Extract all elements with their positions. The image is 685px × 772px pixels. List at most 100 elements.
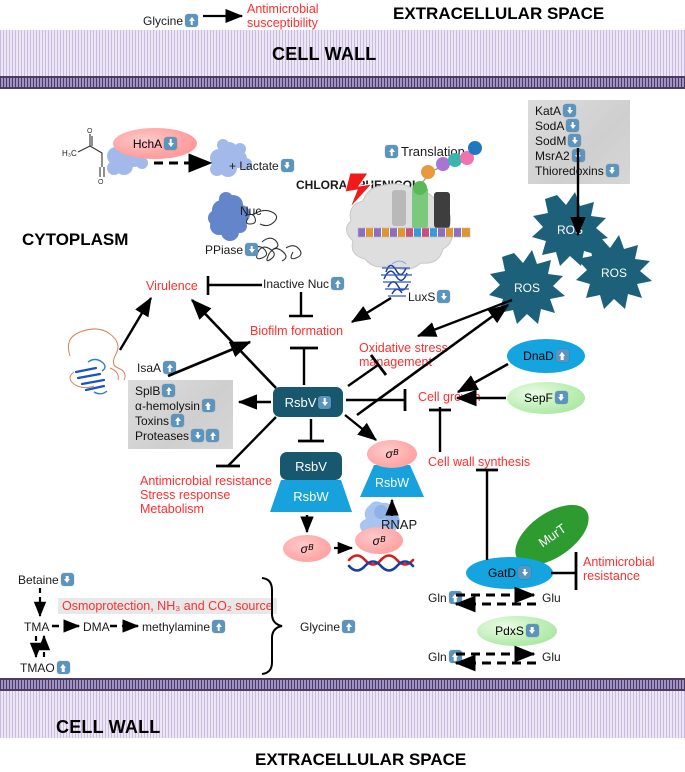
lactate-trend-down-icon [280,159,294,172]
svg-text:ROS: ROS [557,223,583,237]
inactive-nuc-trend-up-icon [331,277,345,290]
oxidative-defence-box: KatA SodA SodM MsrA2 Thioredoxins [528,100,630,184]
rsbv-hub-label: RsbV [284,394,317,410]
proteases-trend-up-icon [206,429,220,442]
virulence-item-2: Toxins [135,414,226,429]
glu-1-label: Glu [542,591,561,605]
glycine-top-label: Glycine [143,14,199,28]
oxidative-item-2: SodM [535,134,623,149]
hcha-enzyme-ellipse: HchA [113,128,197,159]
glycine-top-trend-up-icon [185,14,199,27]
isaa-trend-up-icon [163,361,177,374]
hcha-trend-down-icon [164,136,178,150]
pdxs-ellipse: PdxS [477,616,557,646]
isaa-label: IsaA [137,361,177,375]
hcha-label: HchA [132,136,163,151]
svg-text:ROS: ROS [601,266,627,280]
membrane-bilayer-bottom [0,678,685,691]
tmao-trend-up-icon [56,661,70,674]
pdxs-label: PdxS [495,624,524,638]
gln-1-trend-up-icon [448,591,462,604]
inactive-nuc-label: Inactive Nuc [263,277,345,291]
cell-wall-top-label: CELL WALL [272,44,377,64]
lactate-label: + Lactate [229,159,294,173]
rsbv-hub-trend-down-icon [318,395,332,409]
gln-1-label: Gln [428,591,462,605]
betaine-trend-down-icon [60,573,74,586]
tma-label: TMA [24,620,50,634]
amr-line1: Antimicrobial resistance [140,474,272,488]
dnad-label: DnaD [523,349,554,363]
methylamine-label: methylamine [142,620,226,634]
translation-trend-up-icon [385,145,398,158]
virulence-item-1: α-hemolysin [135,399,226,414]
pdxs-trend-down-icon [525,624,539,637]
glu-2-label: Glu [542,650,561,664]
cytoplasm-label: CYTOPLASM [22,230,129,249]
sigma-b-on-rsbw-ellipse: σᴮ [367,440,417,468]
extracellular-space-top-label: EXTRACELLULAR SPACE [393,4,605,23]
svg-text:O: O [87,128,93,135]
gln-2-trend-up-icon [448,650,462,663]
virulence-factor-box: SplB α-hemolysin Toxins Proteases [128,380,233,449]
svg-text:MurT: MurT [536,521,569,551]
sepf-label: SepF [524,391,553,405]
amr-line2: Stress response [140,488,231,502]
kata-trend-down-icon [563,104,577,117]
rsbv-complex-label: RsbV [295,458,327,474]
dma-label: DMA [83,620,110,634]
methylamine-trend-up-icon [212,620,226,633]
membrane-bilayer-top [0,76,685,89]
virulence-label: Virulence [146,279,198,293]
oxidative-stress-management-line2: management [359,355,432,369]
sigma-b-rnap-ellipse: σᴮ [355,527,403,554]
svg-text:O: O [98,179,104,186]
sigma-b-on-rsbw-label: σᴮ [385,447,399,461]
gln-2-label: Gln [428,650,462,664]
tmao-label: TMAO [20,661,70,675]
biofilm-formation-label: Biofilm formation [250,324,344,338]
rsbv-hub-node: RsbV [273,387,343,417]
oxidative-stress-management-line1: Oxidative stress [359,341,448,355]
sodm-trend-down-icon [568,134,582,147]
betaine-label: Betaine [18,573,74,587]
chloramphenicol-label: CHLORAMPHENICOL [296,178,420,192]
svg-text:RsbW: RsbW [293,489,329,504]
glycine-bottom-label: Glycine [300,620,356,634]
sepf-ellipse: SepF [507,382,585,414]
glycine-bottom-trend-up-icon [342,620,356,633]
glycine-top-text: Glycine [143,14,184,28]
osmoprotection-annotation: Osmoprotection, NH₃ and CO₂ source [58,598,277,614]
sepf-trend-down-icon [554,391,568,404]
cell-wall-synthesis-label: Cell wall synthesis [428,455,531,469]
thioredoxins-trend-down-icon [605,164,619,177]
svg-text:RsbW: RsbW [375,476,409,490]
cell-growth-label: Cell growth [418,390,481,404]
gatd-trend-down-icon [518,566,531,579]
proteases-trend-down-icon [191,429,205,442]
ppiase-label: PPiase [205,243,259,257]
sigma-b-rnap-label: σᴮ [372,533,386,548]
toxins-trend-up-icon [171,414,185,427]
gatd-label: GatD [487,566,516,580]
luxs-trend-down-icon [437,290,451,303]
antimicrobial-resistance-line1: Antimicrobial [583,555,655,569]
sigma-b-free-ellipse: σᴮ [283,535,331,562]
dnad-ellipse: DnaD [507,339,585,373]
soda-trend-down-icon [566,119,580,132]
translation-label: Translation [385,145,465,159]
dnad-trend-up-icon [555,349,569,362]
gatd-ellipse: GatD [466,557,553,589]
amr-line3: Metabolism [140,502,204,516]
antimicrobial-susceptibility-label: Antimicrobial susceptibility [247,2,319,30]
luxs-label: LuxS [408,290,451,304]
antimicrobial-resistance-line2: resistance [583,569,640,583]
virulence-item-0: SplB [135,384,226,399]
rsbv-complex-node: RsbV [280,452,342,480]
oxidative-item-1: SodA [535,119,623,134]
oxidative-item-4: Thioredoxins [535,164,623,179]
svg-text:ROS: ROS [514,281,540,295]
sigma-b-free-label: σᴮ [300,541,314,556]
oxidative-item-3: MsrA2 [535,149,623,164]
